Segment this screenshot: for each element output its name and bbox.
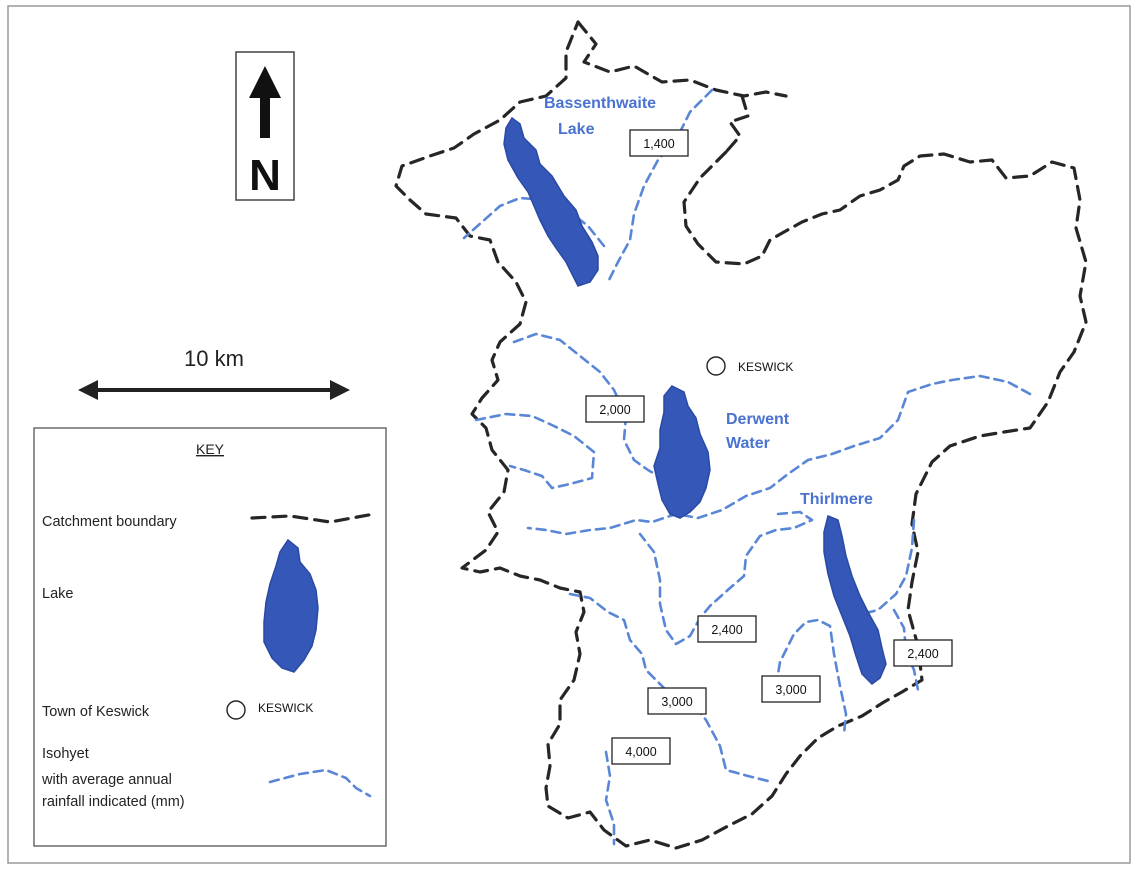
north-arrow: N <box>235 51 295 201</box>
svg-text:3,000: 3,000 <box>661 695 692 709</box>
north-letter: N <box>249 151 281 200</box>
isohyet-label-4000: 4,000 <box>611 737 671 765</box>
north-arrow-icon <box>249 66 281 138</box>
catchment-boundary <box>394 20 1088 850</box>
svg-text:4,000: 4,000 <box>625 745 656 759</box>
map-frame <box>7 5 1131 864</box>
isohyet-2400 <box>526 374 1032 646</box>
key-symbol-town-label: KESWICK <box>258 701 313 715</box>
town-marker-keswick <box>706 356 726 376</box>
isohyet-label-2400-east: 2,400 <box>893 639 953 667</box>
lake-label-derwent-water: Derwent Water <box>726 411 794 452</box>
isohyet-label-2000: 2,000 <box>585 395 645 423</box>
map-key: KEY Catchment boundary Lake Town of Kesw… <box>33 427 387 847</box>
isohyet-label-3000-west: 3,000 <box>647 687 707 715</box>
key-label-catchment-boundary: Catchment boundary <box>42 514 177 530</box>
isohyet-1400 <box>462 88 714 284</box>
svg-text:2,000: 2,000 <box>599 403 630 417</box>
svg-text:1,400: 1,400 <box>643 137 674 151</box>
key-label-lake: Lake <box>42 586 73 602</box>
svg-text:3,000: 3,000 <box>775 683 806 697</box>
key-symbol-isohyet <box>268 768 372 798</box>
lake-label-bassenthwaite: Bassenthwaite Lake <box>544 95 661 138</box>
key-title: KEY <box>196 441 225 457</box>
svg-text:2,400: 2,400 <box>907 647 938 661</box>
scale-bar-label: 10 km <box>184 346 244 371</box>
key-label-town: Town of Keswick <box>42 704 150 720</box>
lake-derwent-water <box>653 385 711 519</box>
lake-thirlmere <box>823 514 887 685</box>
isohyet-label-1400: 1,400 <box>629 129 689 157</box>
key-symbol-town <box>226 700 246 720</box>
isohyet-label-2400-centre: 2,400 <box>697 615 757 643</box>
key-symbol-lake <box>263 538 319 673</box>
isohyet-2000 <box>474 332 664 490</box>
svg-text:2,400: 2,400 <box>711 623 742 637</box>
town-label-keswick: KESWICK <box>738 360 793 374</box>
key-box <box>33 427 387 847</box>
lake-bassenthwaite <box>503 116 599 287</box>
isohyet-label-3000-east: 3,000 <box>761 675 821 703</box>
key-label-isohyet: Isohyet with average annual rainfall ind… <box>41 746 185 810</box>
scale-bar: 10 km <box>78 346 350 400</box>
isohyet-4000 <box>604 750 616 846</box>
lake-label-thirlmere: Thirlmere <box>800 491 873 508</box>
